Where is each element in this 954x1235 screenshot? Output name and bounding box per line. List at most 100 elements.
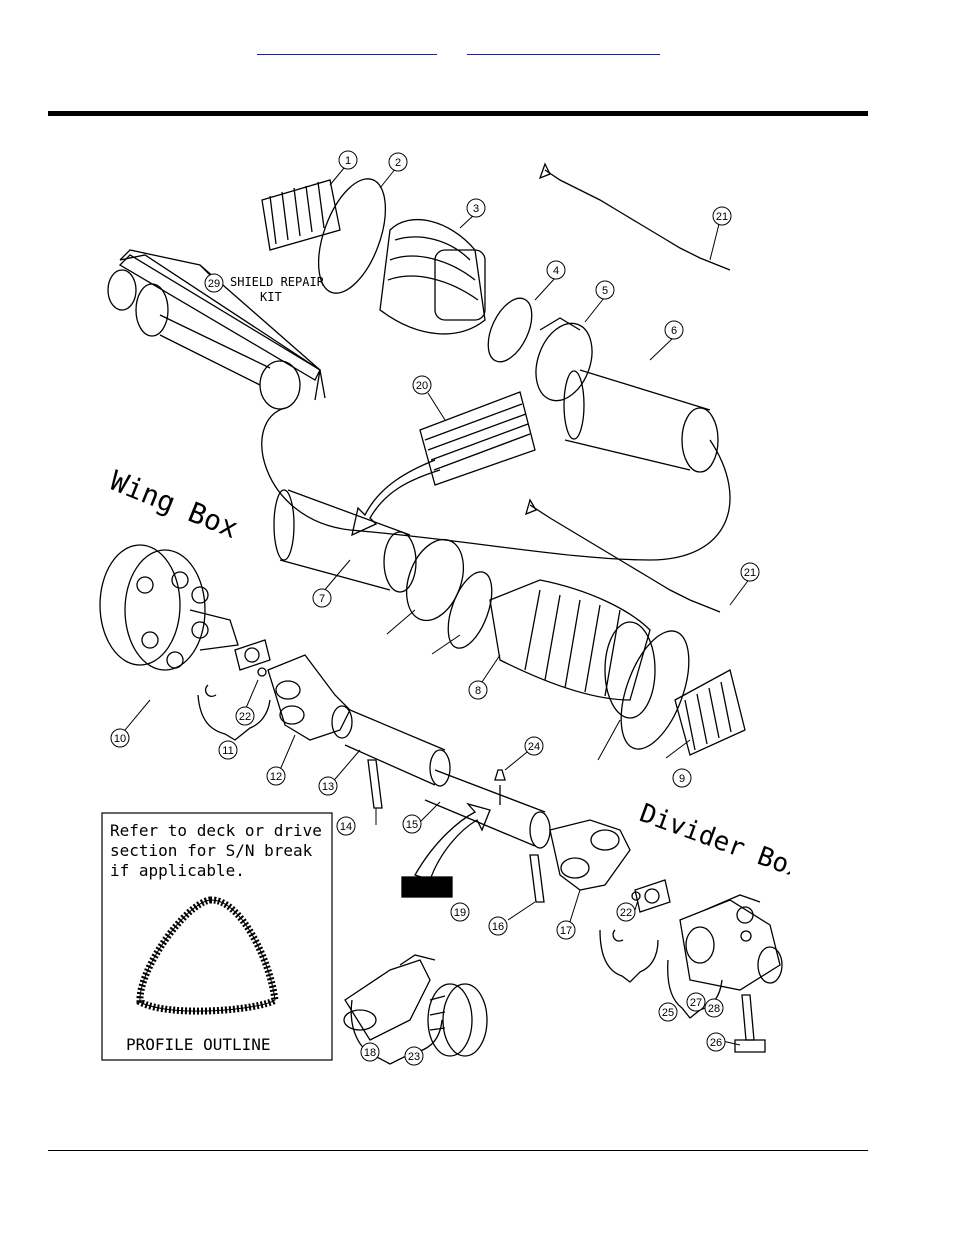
callout-11-upper: 11 — [218, 740, 238, 760]
callout-13: 13 — [318, 776, 338, 796]
svg-text:26: 26 — [710, 1037, 722, 1049]
part-4-ring-bottom — [447, 571, 493, 649]
svg-text:21: 21 — [716, 211, 728, 223]
svg-text:11: 11 — [222, 745, 233, 757]
callout-22-lower: 22 — [616, 902, 636, 922]
part-10-clutch — [99, 544, 239, 671]
callout-25: 25 — [658, 1002, 678, 1022]
svg-text:16: 16 — [492, 921, 504, 933]
svg-text:13: 13 — [322, 781, 334, 793]
kit-loop-outline — [261, 407, 731, 561]
part-16-spring-pin — [529, 854, 545, 903]
svg-text:1: 1 — [345, 155, 351, 167]
callout-19: 19 — [450, 902, 470, 922]
svg-text:9: 9 — [679, 773, 685, 785]
svg-text:2: 2 — [395, 157, 401, 169]
callout-22-upper: 22 — [235, 706, 255, 726]
part-17-yoke — [549, 819, 631, 891]
part-21-chain-bottom — [525, 498, 721, 613]
callout-18: 18 — [360, 1042, 380, 1062]
wing-box-label: Wing Box — [105, 464, 242, 545]
svg-text:10: 10 — [114, 733, 126, 745]
header-rule — [48, 111, 868, 116]
part-5-bearing-top — [535, 317, 593, 402]
part-21-chain-top — [538, 162, 731, 271]
callout-9: 9 — [672, 768, 692, 788]
part-14-spring-pin — [367, 759, 383, 809]
part-20-danger-decal — [419, 391, 536, 486]
svg-text:25: 25 — [662, 1007, 674, 1019]
part-22-grease-fitting-lower — [631, 891, 641, 901]
part-23-clutch-collar — [427, 983, 488, 1057]
note-line-1: Refer to deck or drive — [110, 821, 322, 840]
part-8-bell-lower — [489, 579, 656, 719]
top-navigation — [0, 0, 954, 60]
callout-3: 3 — [466, 198, 486, 218]
svg-text:21: 21 — [744, 567, 756, 579]
svg-text:20: 20 — [416, 380, 428, 392]
note-line-3: if applicable. — [110, 861, 245, 880]
svg-text:8: 8 — [475, 685, 481, 697]
part-24-grease-fitting — [494, 769, 506, 805]
svg-text:3: 3 — [473, 203, 479, 215]
bracket-11-upper — [197, 694, 271, 741]
svg-text:5: 5 — [602, 285, 608, 297]
callout-1: 1 — [338, 150, 358, 170]
svg-text:15: 15 — [406, 819, 418, 831]
callout-10: 10 — [110, 728, 130, 748]
bracket-11-lower — [599, 929, 659, 983]
callout-12: 12 — [266, 766, 286, 786]
callout-21-top: 21 — [712, 206, 732, 226]
callout-27: 27 — [686, 992, 706, 1012]
svg-text:4: 4 — [553, 265, 559, 277]
part-7-tube-inner — [273, 489, 417, 593]
svg-text:17: 17 — [560, 925, 572, 937]
part-22-grease-fitting-upper — [257, 667, 267, 677]
svg-text:27: 27 — [690, 997, 702, 1009]
svg-text:22: 22 — [239, 711, 251, 723]
callout-4: 4 — [546, 260, 566, 280]
svg-text:7: 7 — [319, 593, 325, 605]
part-12-yoke — [267, 654, 353, 741]
svg-text:23: 23 — [408, 1051, 420, 1063]
nav-link-right[interactable] — [467, 34, 660, 55]
svg-text:19: 19 — [454, 907, 466, 919]
part-25-divider-yoke — [679, 894, 783, 991]
note-box: Refer to deck or drive section for S/N b… — [101, 812, 333, 1061]
part-19-decal — [401, 876, 453, 898]
callout-5: 5 — [595, 280, 615, 300]
part-4-ring-top — [487, 297, 533, 363]
part-27-lock-nut — [736, 906, 754, 924]
part-2-ring-lower — [620, 630, 690, 750]
nav-link-left[interactable] — [257, 34, 437, 55]
part-1-shield-cap — [261, 179, 341, 251]
callout-26: 26 — [706, 1032, 726, 1052]
callout-28: 28 — [704, 998, 724, 1018]
bracket-29 — [119, 249, 326, 399]
decal-arrow — [351, 459, 441, 537]
callout-2: 2 — [388, 152, 408, 172]
part-19-arrow — [414, 802, 491, 881]
callout-23: 23 — [404, 1046, 424, 1066]
bracket-25 — [667, 959, 723, 1019]
part-28-washer — [740, 930, 752, 942]
shield-repair-kit-label-1: SHIELD REPAIR — [230, 275, 325, 289]
callout-24: 24 — [524, 736, 544, 756]
note-line-2: section for S/N break — [110, 841, 313, 860]
svg-text:28: 28 — [708, 1003, 720, 1015]
svg-text:6: 6 — [671, 325, 677, 337]
callout-7: 7 — [312, 588, 332, 608]
part-11-cross-kit-upper — [204, 639, 271, 697]
part-13-outer-tube — [344, 709, 451, 787]
parts-diagram: 1 2 3 4 5 6 7 8 9 10 11 12 13 14 15 16 1… — [99, 150, 790, 1066]
svg-text:12: 12 — [270, 771, 282, 783]
part-11-cross-kit-lower — [612, 879, 671, 942]
callout-21-bottom: 21 — [740, 562, 760, 582]
part-26-bolt — [734, 994, 766, 1053]
part-6-tube-outer — [563, 369, 719, 473]
callout-6: 6 — [664, 320, 684, 340]
callout-labels: 1 2 3 4 5 6 7 8 9 10 11 12 13 14 15 16 1… — [110, 150, 760, 1066]
svg-text:24: 24 — [528, 741, 540, 753]
svg-text:22: 22 — [620, 907, 632, 919]
part-5-bearing-bottom — [406, 538, 464, 622]
